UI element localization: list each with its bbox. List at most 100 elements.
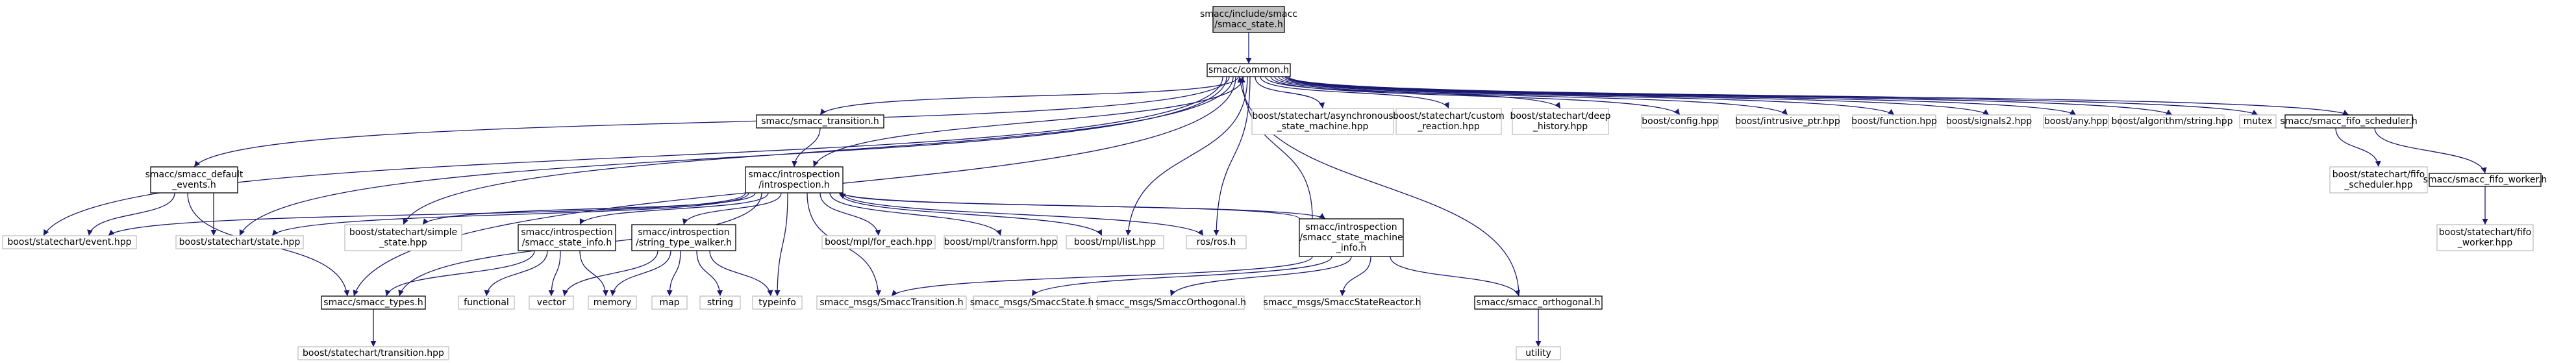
node-map: map: [651, 295, 688, 310]
node-state: boost/statechart/state.hpp: [175, 235, 304, 249]
node-label: /smacc_state_machine: [1299, 232, 1403, 243]
node-sm-info[interactable]: smacc/introspection/smacc_state_machine_…: [1299, 218, 1404, 257]
edge-common-to-ros: [1213, 76, 1251, 236]
edge-introspection-to-ros: [842, 192, 1204, 236]
node-box: [2284, 114, 2413, 129]
node-label: smacc_msgs/SmaccOrthogonal.h: [1095, 297, 1246, 308]
node-box: [651, 295, 688, 310]
node-root: smacc/include/smacc/smacc_state.h: [1200, 6, 1297, 33]
node-label: boost/function.hpp: [1851, 116, 1937, 127]
node-box: [1207, 63, 1291, 77]
edge-common-to-fifo-scheduler: [1288, 76, 2349, 116]
node-label: boost/any.hpp: [2044, 116, 2108, 127]
node-label: smacc_msgs/SmaccTransition.h: [819, 297, 963, 308]
node-box: [1186, 235, 1247, 249]
node-box: [458, 295, 515, 310]
edge-common-to-config: [1270, 76, 1681, 116]
node-label: _events.h: [171, 180, 216, 190]
node-algorithm-string: boost/algorithm/string.hpp: [2111, 114, 2233, 129]
node-label: smacc/introspection: [1305, 222, 1397, 232]
node-config: boost/config.hpp: [1641, 114, 1719, 129]
node-ros: ros/ros.h: [1186, 235, 1247, 249]
node-deep-history: boost/statechart/deep_history.hpp: [1510, 108, 1611, 135]
node-label: _state.hpp: [379, 238, 427, 248]
edge-common-to-mpl-list: [1125, 76, 1248, 236]
node-label: _state_machine.hpp: [1277, 121, 1369, 132]
node-msg-state-reactor: smacc_msgs/SmaccStateReactor.h: [1263, 295, 1421, 310]
node-common[interactable]: smacc/common.h: [1207, 63, 1291, 77]
node-any: boost/any.hpp: [2043, 114, 2109, 129]
edge-string-type-walker-to-map: [666, 250, 681, 297]
node-sc-fifo-scheduler: boost/statechart/fifo_scheduler.hpp: [2329, 166, 2428, 194]
node-transition[interactable]: smacc/smacc_transition.h: [756, 114, 884, 129]
node-label: boost/statechart/event.hpp: [7, 237, 131, 247]
node-utility: utility: [1516, 346, 1561, 360]
node-label: smacc/smacc_default: [145, 169, 244, 180]
node-async-sm: boost/statechart/asynchronous_state_mach…: [1251, 108, 1394, 135]
node-label: boost/config.hpp: [1642, 116, 1718, 127]
node-label: boost/mpl/list.hpp: [1074, 237, 1156, 247]
edge-common-to-algorithm-string: [1286, 76, 2173, 116]
node-box: [2429, 173, 2542, 187]
node-string-type-walker[interactable]: smacc/introspection/string_type_walker.h: [631, 224, 736, 251]
edges-layer: [43, 32, 2488, 347]
node-label: boost/signals2.hpp: [1946, 116, 2032, 127]
node-label: boost/mpl/transform.hpp: [944, 237, 1057, 247]
node-introspection[interactable]: smacc/introspection/introspection.h: [745, 166, 844, 194]
edge-common-to-any: [1284, 76, 2077, 116]
node-label: utility: [1525, 348, 1551, 358]
edge-common-to-intrusive-ptr: [1274, 76, 1788, 116]
node-label: boost/statechart/custom: [1393, 111, 1505, 121]
node-label: _scheduler.hpp: [2344, 180, 2412, 190]
node-box: [1097, 295, 1245, 310]
edge-common-to-custom-reaction: [1260, 76, 1449, 109]
node-fifo-worker[interactable]: smacc/smacc_fifo_worker.h: [2423, 173, 2547, 187]
node-label: map: [659, 297, 679, 308]
node-box: [821, 235, 936, 249]
node-typeinfo: typeinfo: [752, 295, 803, 310]
node-default-events[interactable]: smacc/smacc_default_events.h: [145, 166, 244, 194]
edge-introspection-to-event: [108, 192, 746, 236]
edge-string-type-walker-to-memory: [610, 250, 671, 297]
node-box: [297, 346, 449, 360]
node-functional: functional: [458, 295, 515, 310]
node-box: [1852, 114, 1936, 129]
node-box: [175, 235, 304, 249]
node-orthogonal[interactable]: smacc/smacc_orthogonal.h: [1474, 295, 1603, 310]
node-box: [1736, 114, 1840, 129]
node-msg-transition: smacc_msgs/SmaccTransition.h: [816, 295, 967, 310]
node-box: [2120, 114, 2225, 129]
node-box: [1251, 108, 1394, 135]
node-label: ros/ros.h: [1197, 237, 1236, 247]
node-sc-fifo-worker: boost/statechart/fifo_worker.hpp: [2436, 224, 2534, 251]
node-string: string: [699, 295, 741, 310]
node-label: smacc/smacc_orthogonal.h: [1477, 297, 1601, 308]
node-label: smacc/introspection: [748, 169, 840, 180]
node-label: boost/statechart/fifo: [2332, 169, 2425, 180]
nodes-layer: smacc/include/smacc/smacc_state.h smacc/c…: [2, 6, 2547, 360]
edge-common-to-async-sm: [1255, 76, 1325, 109]
node-label: functional: [464, 297, 509, 308]
node-label: boost/statechart/transition.hpp: [303, 348, 444, 358]
edge-sm-info-to-orthogonal: [1390, 256, 1520, 297]
node-label: smacc/smacc_fifo_worker.h: [2423, 175, 2547, 185]
node-box: [816, 295, 967, 310]
node-for-each: boost/mpl/for_each.hpp: [821, 235, 936, 249]
node-label: smacc/smacc_fifo_scheduler.h: [2280, 116, 2417, 127]
edge-state-info-to-functional: [484, 250, 548, 297]
node-smacc-types[interactable]: smacc/smacc_types.h: [321, 295, 426, 310]
node-box: [631, 224, 736, 251]
node-label: smacc/common.h: [1208, 65, 1289, 75]
edge-sm-info-to-common: [1239, 76, 1313, 219]
node-label: typeinfo: [758, 297, 796, 308]
node-label: smacc_msgs/SmaccState.h: [970, 297, 1094, 308]
node-label: boost/statechart/state.hpp: [179, 237, 301, 247]
edge-sm-info-to-msg-orthogonal: [1170, 256, 1352, 297]
node-fifo-scheduler[interactable]: smacc/smacc_fifo_scheduler.h: [2280, 114, 2418, 129]
node-box: [1299, 218, 1404, 257]
node-box: [699, 295, 741, 310]
edge-transition-to-introspection: [792, 127, 821, 168]
node-state-info[interactable]: smacc/introspection/smacc_state_info.h: [518, 224, 616, 251]
edge-default-events-to-event: [87, 192, 175, 236]
node-box: [321, 295, 426, 310]
